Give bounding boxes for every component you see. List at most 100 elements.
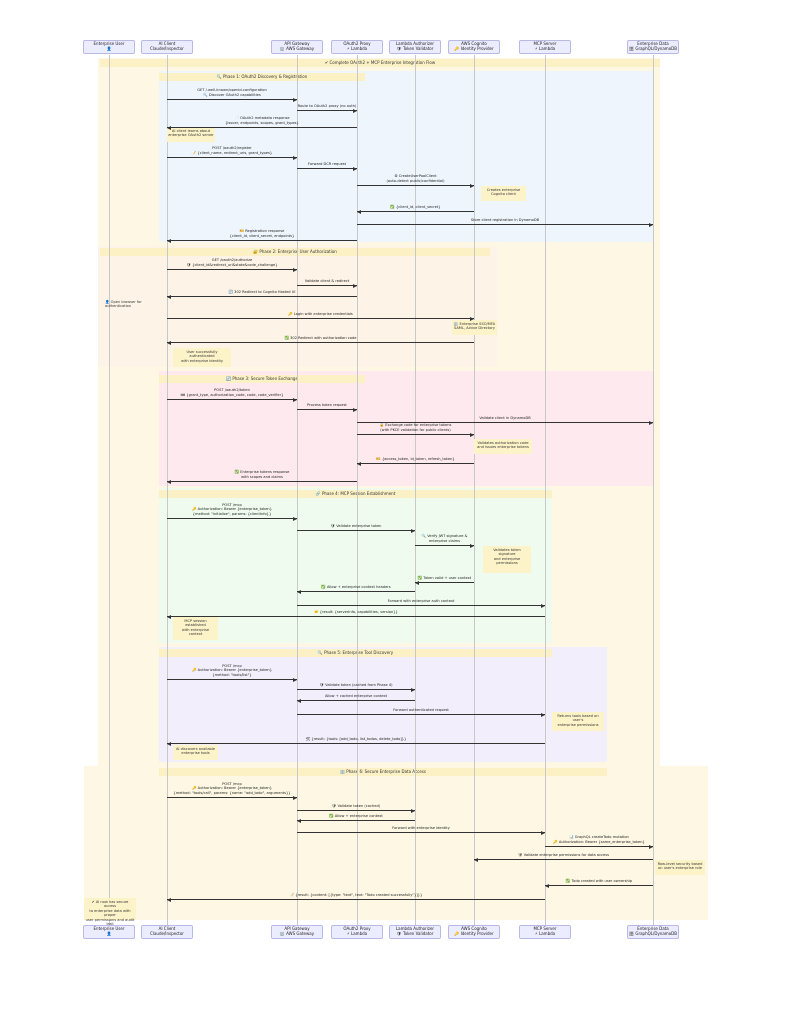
actor-enterprise-data: Enterprise Data🗄 GraphQL/DynamoDB: [627, 925, 679, 939]
arrow-head: [357, 209, 361, 214]
phase-band: [84, 766, 708, 920]
message-label: POST /mcp 🔑 Authorization: Bearer {enter…: [192, 503, 272, 516]
arrow-head: [167, 238, 171, 243]
note: Validates authorization code and issues …: [474, 439, 532, 454]
message-label: ✅ Allow + enterprise context headers: [321, 584, 391, 589]
message-label: Allow + cached enterprise context: [324, 693, 388, 698]
message-label: ✅ {client_id, client_secret}: [390, 204, 441, 209]
arrow-head: [293, 795, 297, 800]
note: ✔ AI now has secure access to enterprise…: [84, 898, 136, 927]
actor-lambda-authorizer: Lambda Authorizer🛡 Token Validator: [389, 40, 441, 54]
arrow-head: [293, 516, 297, 521]
message-arrow: [297, 810, 415, 811]
lifeline-mcp: [545, 55, 546, 925]
message-label: 📄 OAuth2 metadata response {issuer, endp…: [225, 116, 299, 125]
arrow-head: [470, 183, 474, 188]
actor-mcp-server: MCP Server⚡ Lambda: [519, 40, 571, 54]
message-arrow: [167, 743, 545, 744]
phase-title: 🔄 Phase 3: Secure Token Exchange: [159, 375, 365, 383]
message-arrow: [297, 820, 415, 821]
message-arrow: [167, 99, 297, 100]
message-arrow: [415, 545, 474, 546]
message-arrow: [297, 605, 545, 606]
lifeline-authorizer: [415, 55, 416, 925]
message-arrow: [167, 679, 297, 680]
message-label: Validate client in DynamoDB: [479, 415, 531, 420]
message-arrow: [357, 434, 474, 435]
message-arrow: [357, 224, 653, 225]
message-label: 📝 {result: {content: [{type: "text", tex…: [289, 892, 423, 897]
actor-enterprise-data: Enterprise Data🗄 GraphQL/DynamoDB: [627, 40, 679, 54]
arrow-head: [353, 407, 357, 412]
actor-mcp-server: MCP Server⚡ Lambda: [519, 925, 571, 939]
message-label: POST /oauth2/register 📝 {client_name, re…: [191, 146, 273, 155]
note: AI client learns about enterprise OAuth2…: [167, 127, 215, 142]
message-label: 🔒 Exchange code for enterprise tokens (w…: [379, 423, 452, 432]
arrow-head: [411, 687, 415, 692]
arrow-head: [541, 712, 545, 717]
message-label: 🛡 Validate token (cached from Phase 4): [319, 682, 393, 687]
message-label: ✅ Token valid + user context: [417, 575, 472, 580]
arrow-head: [293, 677, 297, 682]
message-arrow: [297, 832, 545, 833]
message-label: 🛡 Validate enterprise permissions for da…: [518, 852, 609, 857]
lifeline-gateway: [297, 55, 298, 925]
note: AI discovers available enterprise tools: [173, 745, 218, 760]
actor-aws-cognito: AWS Cognito🔑 Identity Provider: [448, 925, 500, 939]
message-arrow: [545, 846, 653, 847]
phase-band: [98, 246, 498, 367]
message-arrow: [167, 318, 474, 319]
arrow-head: [293, 97, 297, 102]
message-label: POST /mcp 🔑 Authorization: Bearer {enter…: [192, 664, 272, 677]
message-label: 🎫 Registration response {client_id, clie…: [229, 229, 295, 238]
message-label: POST /oauth2/token 🎟 {grant_type, author…: [180, 388, 284, 397]
phase-title: 🏢 Phase 6: Secure Enterprise Data Access: [159, 768, 607, 776]
message-label: ✅ Allow + enterprise context: [329, 813, 383, 818]
arrow-head: [167, 897, 171, 902]
message-label: 🤝 {result: {serverInfo, capabilities, ve…: [314, 609, 398, 614]
arrow-head: [293, 267, 297, 272]
message-arrow: [167, 481, 357, 482]
actor-enterprise-user: Enterprise User👤: [83, 925, 135, 939]
message-label: Forward with enterprise identity: [392, 825, 450, 830]
message-label: GET /.well-known/openid-configuration 🔍 …: [197, 88, 267, 97]
message-label: Store client registration in DynamoDB: [470, 217, 540, 222]
actor-enterprise-user: Enterprise User👤: [83, 40, 135, 54]
arrow-head: [167, 479, 171, 484]
phase-title: 🔐 Phase 2: Enterprise User Authorization: [100, 248, 490, 256]
message-arrow: [474, 859, 653, 860]
message-arrow: [297, 591, 415, 592]
phase-band: [159, 371, 654, 486]
arrow-head: [411, 528, 415, 533]
diagram-title: ✔ Complete OAuth2 + MCP Enterprise Integ…: [100, 59, 660, 67]
note: Returns tools based on user's enterprise…: [552, 712, 604, 731]
lifeline-cognito: [474, 55, 475, 925]
message-label: ⚙ CreateUserPoolClient (auto-detect publ…: [386, 174, 445, 183]
message-arrow: [167, 797, 297, 798]
arrow-head: [353, 166, 357, 171]
arrow-head: [649, 420, 653, 425]
lifeline-user: [109, 55, 110, 925]
note: User successfully authenticated with ent…: [173, 348, 231, 367]
note: MCP session established with enterprise …: [173, 617, 218, 640]
message-arrow: [167, 342, 474, 343]
actor-api-gateway: API Gateway🏢 AWS Gateway: [271, 925, 323, 939]
message-arrow: [167, 269, 297, 270]
arrow-head: [474, 857, 478, 862]
message-arrow: [167, 518, 297, 519]
note: 👤 Open browser for authentication: [105, 300, 142, 309]
message-label: 🔑 Login with enterprise credentials: [288, 311, 353, 316]
message-arrow: [357, 185, 474, 186]
message-label: Forward with enterprise auth context: [387, 598, 455, 603]
phase-title: 🔍 Phase 5: Enterprise Tool Discovery: [159, 649, 552, 657]
arrow-head: [470, 543, 474, 548]
message-arrow: [167, 616, 545, 617]
arrow-head: [649, 222, 653, 227]
arrow-head: [167, 614, 171, 619]
message-label: 📊 GraphQL createTodo mutation 🔑 Authoriz…: [553, 835, 645, 844]
arrow-head: [545, 883, 549, 888]
message-arrow: [297, 714, 545, 715]
